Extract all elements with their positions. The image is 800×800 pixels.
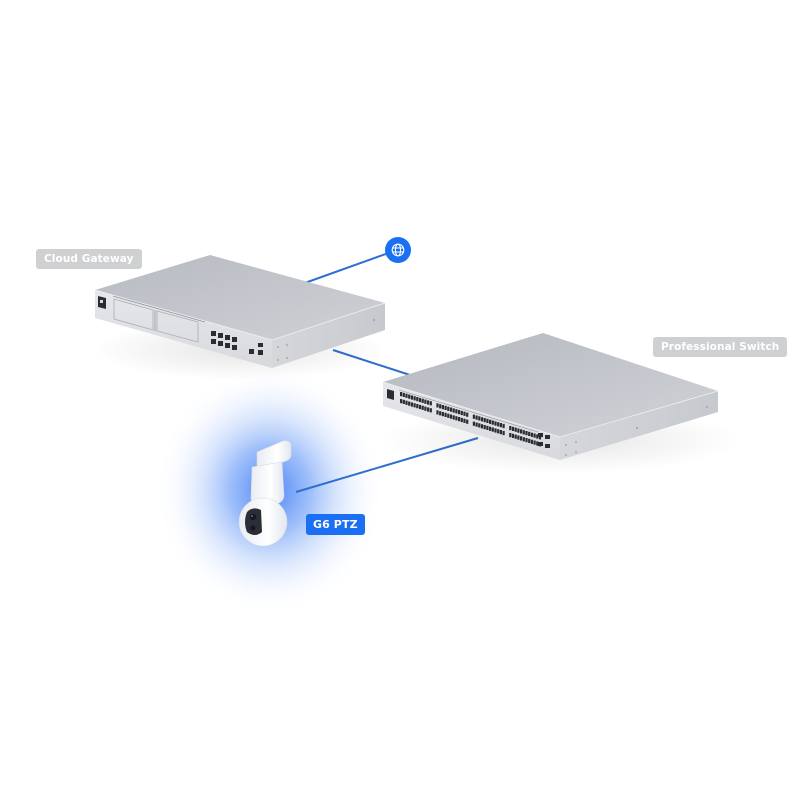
cloud-gateway-label-text: Cloud Gateway	[44, 253, 134, 265]
professional-switch-label-text: Professional Switch	[661, 341, 780, 353]
internet-node[interactable]	[385, 237, 411, 263]
g6-ptz-label[interactable]: G6 PTZ	[306, 514, 365, 535]
professional-switch-label[interactable]: Professional Switch	[653, 337, 788, 357]
g6-ptz-label-text: G6 PTZ	[313, 518, 358, 531]
cloud-gateway-label[interactable]: Cloud Gateway	[36, 249, 142, 269]
cloud-gateway-device[interactable]	[90, 255, 390, 380]
link-internet-gateway	[301, 249, 398, 285]
g6-ptz-camera-device[interactable]	[238, 440, 292, 547]
professional-switch-device[interactable]	[380, 333, 740, 474]
globe-icon	[391, 243, 405, 257]
